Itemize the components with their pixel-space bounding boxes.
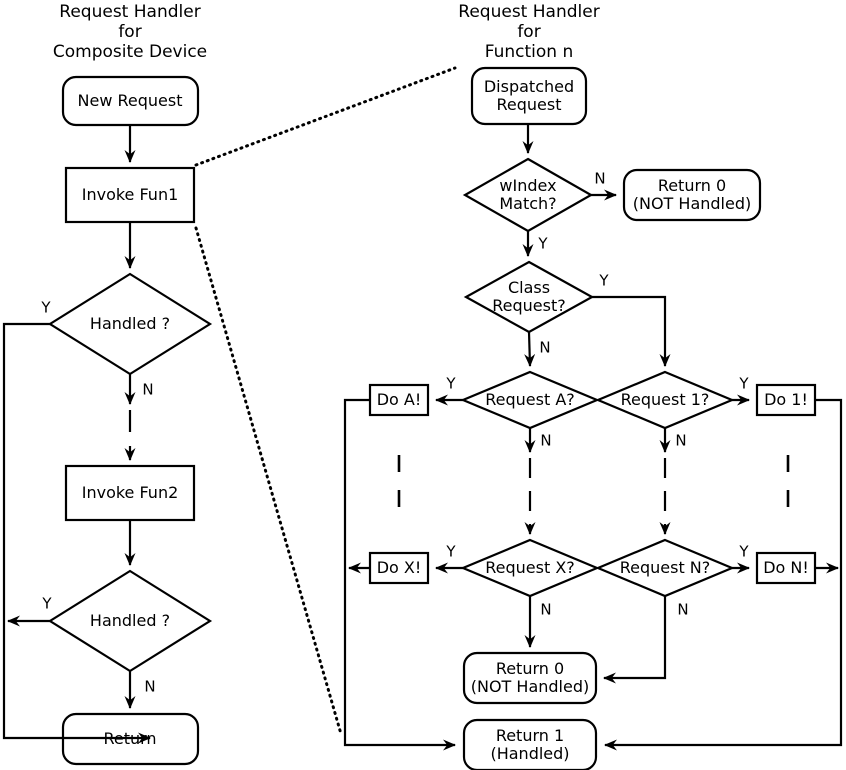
callout-dotted-top (194, 66, 457, 167)
edge-handled1-yes-rail (2, 322, 151, 744)
edge-requestn-no-to-return0 (603, 596, 667, 684)
node-return0-top (622, 168, 762, 222)
node-invoke-fun2 (64, 464, 196, 522)
node-do-1 (755, 383, 817, 417)
node-handled-2 (47, 569, 213, 673)
node-windex-match (462, 157, 594, 233)
edge-class-yes-to-request1 (592, 295, 671, 367)
node-dispatched-request (470, 66, 588, 126)
node-request-n (595, 538, 735, 598)
node-new-request (61, 75, 200, 127)
rail-left-success (343, 398, 456, 751)
callout-dotted-bottom (194, 226, 343, 736)
node-handled-1 (47, 272, 213, 376)
node-request-a (460, 370, 600, 430)
node-do-x (368, 551, 430, 585)
node-do-n (755, 551, 817, 585)
node-return1-bottom (462, 718, 598, 770)
node-invoke-fun1 (64, 166, 196, 224)
edge-class-no-to-requesta (524, 331, 536, 367)
node-request-x (460, 538, 600, 598)
node-return0-bottom (462, 651, 598, 705)
rail-right-success (604, 398, 843, 751)
node-do-a (368, 383, 430, 417)
node-class-request (463, 260, 595, 334)
node-request-1 (595, 370, 735, 430)
